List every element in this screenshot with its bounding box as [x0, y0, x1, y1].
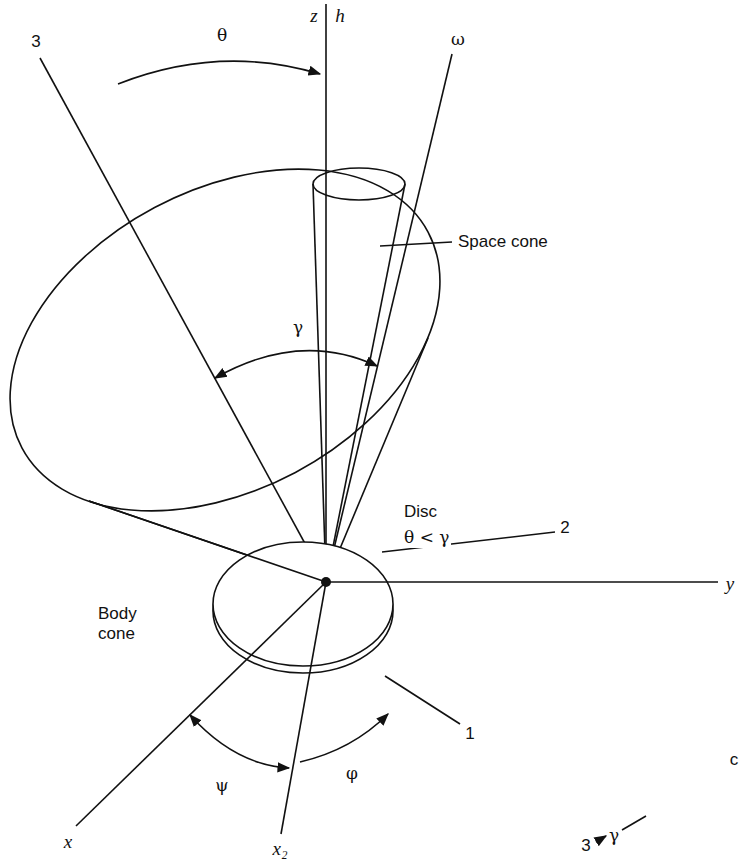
- psi-arc: [190, 715, 289, 768]
- pivot-point: [321, 577, 331, 587]
- angle-symbol: γ: [291, 318, 305, 338]
- axis-3: [40, 58, 326, 582]
- phi-arc: [300, 714, 388, 762]
- axis-name: z: [308, 5, 319, 27]
- axis-name: h: [333, 5, 347, 27]
- part-name: Disc: [402, 502, 439, 522]
- angle-symbol: γ: [607, 826, 621, 846]
- fragment-arrow: [596, 836, 606, 842]
- body-cone-generator: [89, 501, 326, 582]
- cropped-text: c: [728, 750, 741, 770]
- omega-axis: [326, 54, 452, 582]
- axis-name: x: [62, 831, 74, 853]
- leader-line: [380, 242, 452, 246]
- axis-name: y: [724, 573, 736, 595]
- axis-symbol: ω: [449, 30, 467, 50]
- x2-axis: [281, 582, 326, 834]
- part-name: Space cone: [456, 232, 550, 252]
- space-cone-generator: [313, 184, 326, 582]
- axis-number: 3: [579, 836, 592, 856]
- angle-symbol: ψ: [213, 776, 230, 796]
- z-axis: [325, 4, 327, 582]
- y-axis: [326, 581, 718, 583]
- part-name: Body cone: [96, 604, 152, 643]
- body-cone-generator: [89, 501, 326, 582]
- angle-symbol: θ: [215, 26, 229, 46]
- axis-1: [385, 676, 460, 724]
- space-cone-generator: [326, 184, 405, 582]
- axis-number: 1: [463, 724, 476, 744]
- condition-note: θ < γ: [402, 528, 451, 548]
- axis-number: 3: [29, 32, 42, 52]
- axis-number: 2: [558, 518, 571, 538]
- gamma-arc: [215, 351, 377, 378]
- angle-symbol: φ: [344, 764, 360, 784]
- fragment-line: [622, 816, 646, 830]
- axis-name: x₂: [270, 838, 289, 860]
- theta-arc: [118, 61, 320, 84]
